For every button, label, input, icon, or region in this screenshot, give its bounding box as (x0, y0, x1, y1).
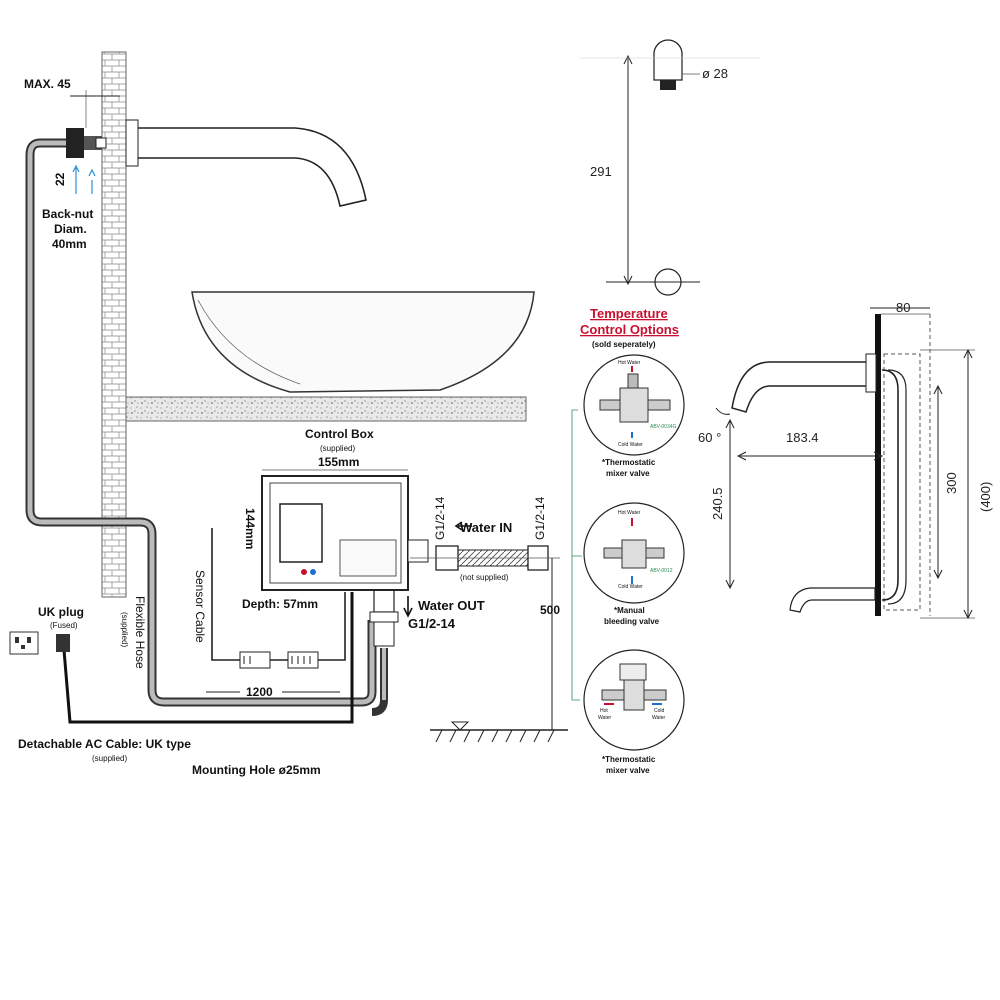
dim-500: 500 (540, 603, 560, 617)
dim-80: 80 (896, 300, 910, 315)
backnut-line3: 40mm (52, 237, 87, 251)
opt2-a: *Manual (614, 606, 645, 615)
opt3-a: *Thermostatic (602, 755, 656, 764)
g12-right: G1/2-14 (533, 496, 547, 540)
dim-22-label: 22 (53, 172, 67, 186)
dim-240: 240.5 (710, 487, 725, 520)
opt1-hot: Hot Water (618, 360, 641, 366)
ac-cable-sub: (supplied) (92, 754, 127, 763)
flex-hose-label: Flexible Hose (133, 596, 147, 669)
side-view: 80 60 ° 183.4 240.5 300 (400) (698, 300, 993, 620)
opt3-b: mixer valve (606, 766, 650, 775)
water-in-label: Water IN (460, 520, 512, 535)
opt2-hot: Hot Water (618, 510, 641, 516)
depth-label: Depth: 57mm (242, 597, 318, 611)
ac-cable (62, 592, 354, 724)
g12-out: G1/2-14 (408, 616, 456, 631)
options-title1: Temperature (590, 306, 668, 321)
backnut-line2: Diam. (54, 222, 87, 236)
option-manual-bleeding: Hot Water Cold Water ABV-0012 (583, 502, 685, 604)
opt3-cold: Cold (654, 708, 665, 714)
opt1-cold: Cold Water (618, 442, 643, 448)
height-144: 144mm (243, 508, 257, 549)
opt1-code: ABV-0034G (650, 424, 677, 430)
max-45-label: MAX. 45 (24, 77, 71, 91)
g12-left: G1/2-14 (433, 496, 447, 540)
basin (191, 291, 535, 393)
ac-cable-label: Detachable AC Cable: UK type (18, 737, 191, 751)
mounting-hole-label: Mounting Hole ø25mm (192, 763, 321, 777)
dim-300: 300 (944, 472, 959, 494)
opt1-b: mixer valve (606, 469, 650, 478)
uk-plug-icon (9, 631, 39, 655)
options-sub: (sold seperately) (592, 340, 656, 349)
len-291: 291 (590, 164, 612, 179)
spout (135, 127, 367, 207)
top-view: ø 28 291 (580, 39, 760, 296)
opt2-b: bleeding valve (604, 617, 660, 626)
uk-plug-label: UK plug (38, 605, 84, 619)
opt3-water-hot: Water (598, 715, 611, 721)
sensor-cable-label: Sensor Cable (193, 570, 207, 643)
control-box-sub: (supplied) (320, 444, 355, 453)
water-out-label: Water OUT (418, 598, 485, 613)
opt3-hot: Hot (600, 708, 608, 714)
fused-label: (Fused) (50, 621, 78, 630)
option-thermostatic-2: Hot Water Cold Water (583, 649, 685, 751)
len-1200: 1200 (246, 685, 273, 699)
countertop (125, 396, 527, 422)
back-nut (66, 128, 84, 158)
dia-28: ø 28 (702, 66, 728, 81)
opt2-cold: Cold Water (618, 584, 643, 590)
option-thermostatic-1: Hot Water Cold Water ABV-0034G (583, 354, 685, 456)
wall (101, 51, 127, 598)
angle-60: 60 ° (698, 430, 721, 445)
control-box-title: Control Box (305, 427, 374, 441)
opt1-a: *Thermostatic (602, 458, 656, 467)
width-155: 155mm (318, 455, 359, 469)
dim-183: 183.4 (786, 430, 819, 445)
options-title2: Control Options (580, 322, 679, 337)
opt2-code: ABV-0012 (650, 568, 673, 574)
backnut-line1: Back-nut (42, 207, 93, 221)
opt3-water-cold: Water (652, 715, 665, 721)
not-supplied: (not supplied) (460, 573, 509, 582)
flex-hose-sub: (supplied) (120, 612, 129, 647)
dim-400: (400) (978, 482, 993, 512)
